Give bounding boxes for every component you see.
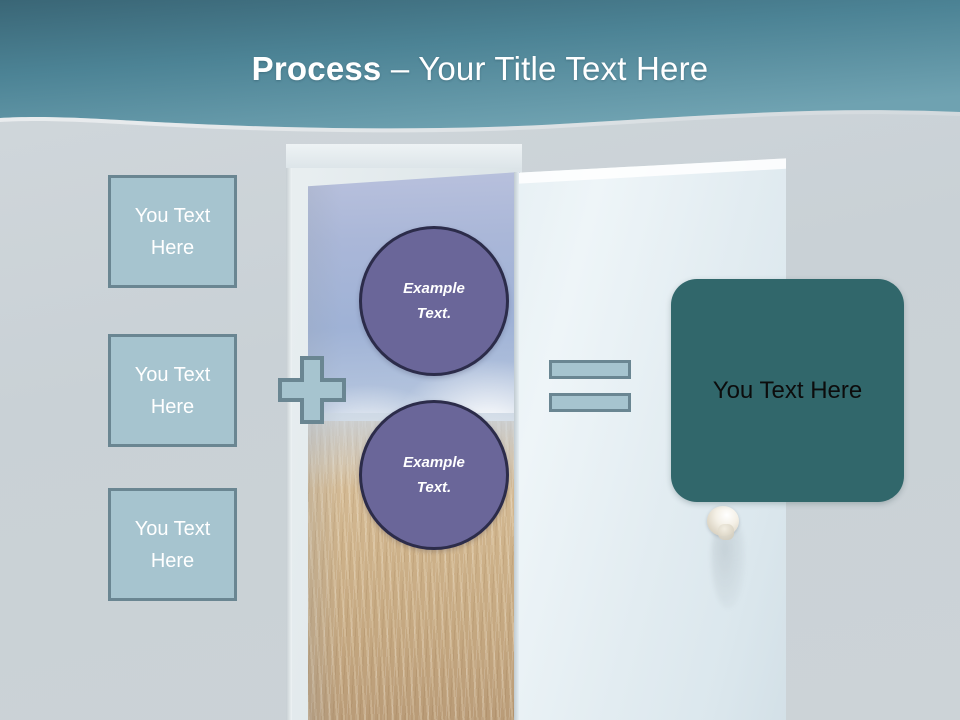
door-knob-stem (718, 524, 734, 540)
input-text-box-3-line2: Here (150, 549, 195, 572)
equals-sign-bar-bottom (549, 393, 631, 412)
input-text-box-2-line2: Here (150, 395, 195, 418)
example-circle-2[interactable]: Example Text. (359, 400, 509, 550)
door-frame-header (286, 144, 522, 168)
input-text-box-1-line1: You Text (134, 204, 211, 227)
input-text-box-3-line1: You Text (134, 517, 211, 540)
header-wave-shape (0, 0, 960, 133)
input-text-box-3-label: You Text Here (135, 513, 211, 577)
plus-sign-shape (278, 356, 346, 424)
example-circle-2-line1: Example (403, 454, 465, 471)
input-text-box-2[interactable]: You Text Here (108, 334, 237, 447)
example-circle-2-label: Example Text. (403, 450, 465, 500)
example-circle-1-line1: Example (403, 280, 465, 297)
input-text-box-2-label: You Text Here (135, 359, 211, 423)
page-title-light: Your Title Text Here (418, 50, 709, 87)
input-text-box-2-line1: You Text (134, 363, 211, 386)
page-title: Process – Your Title Text Here (0, 50, 960, 88)
equals-sign-icon (549, 360, 631, 420)
door-panel-inner-edge (514, 172, 519, 720)
result-card-label: You Text Here (712, 376, 863, 404)
result-card[interactable]: You Text Here (671, 279, 904, 502)
page-title-separator: – (381, 50, 419, 87)
page-title-strong: Process (251, 50, 382, 87)
input-text-box-1-line2: Here (150, 236, 195, 259)
input-text-box-1-label: You Text Here (135, 200, 211, 264)
door-frame-left-edge (286, 144, 292, 720)
header-banner (0, 0, 960, 145)
input-text-box-1[interactable]: You Text Here (108, 175, 237, 288)
example-circle-1-label: Example Text. (403, 276, 465, 326)
example-circle-1-line2: Text. (416, 305, 452, 322)
example-circle-2-line2: Text. (416, 479, 452, 496)
plus-sign-icon (277, 355, 347, 425)
input-text-box-3[interactable]: You Text Here (108, 488, 237, 601)
example-circle-1[interactable]: Example Text. (359, 226, 509, 376)
equals-sign-bar-top (549, 360, 631, 379)
